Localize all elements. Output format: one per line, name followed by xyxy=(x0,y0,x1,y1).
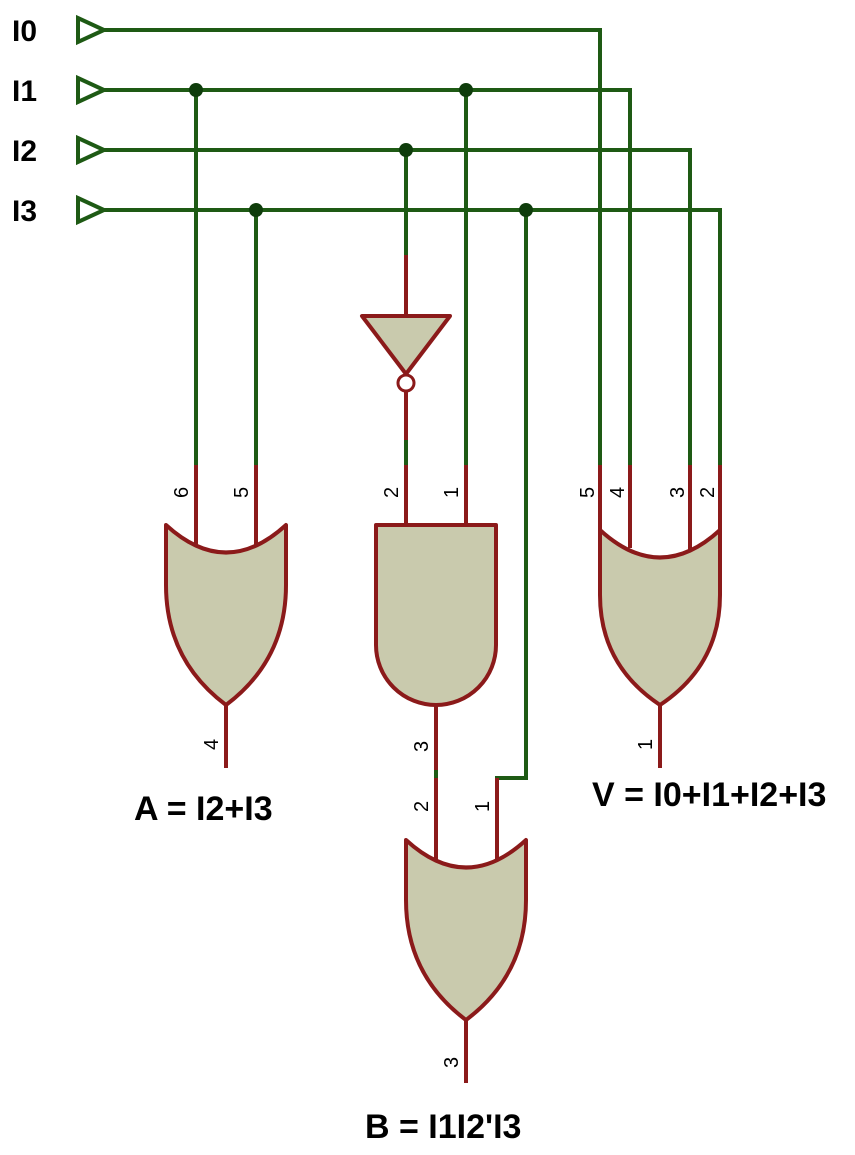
and-pin-label: 2 xyxy=(381,487,403,498)
input-label-I3: I3 xyxy=(12,195,37,228)
or-a-pin-label: 6 xyxy=(171,487,193,498)
or-v-body xyxy=(598,528,722,707)
or-gate-v: 5 4 3 2 1 xyxy=(577,465,722,768)
not-gate-body xyxy=(360,314,452,376)
not-bubble-icon xyxy=(396,373,416,393)
or-a-pin-label: 5 xyxy=(231,487,253,498)
and-pin-label: 3 xyxy=(411,741,433,752)
wire-I0 xyxy=(102,28,602,467)
junction-dot xyxy=(519,203,533,217)
wire-I1 xyxy=(102,88,632,467)
or-v-pin-label: 5 xyxy=(577,487,599,498)
junction-dot xyxy=(459,83,473,97)
input-label-I2: I2 xyxy=(12,135,37,168)
input-label-I0: I0 xyxy=(12,15,37,48)
or-b-pin-label: 3 xyxy=(441,1057,463,1068)
or-gate-a: 6 5 4 xyxy=(164,465,288,768)
and-gate: 2 1 3 xyxy=(374,465,498,770)
or-v-pin-label: 4 xyxy=(607,487,629,498)
wire-I3 xyxy=(102,208,722,467)
input-I2: I2 xyxy=(12,134,109,168)
input-port-I1-icon xyxy=(76,74,109,106)
or-a-pin-label: 4 xyxy=(201,739,223,750)
or-b-pin-label: 2 xyxy=(411,801,433,812)
wire-I2 xyxy=(102,148,692,467)
input-port-I3-icon xyxy=(76,194,109,226)
junction-dot xyxy=(399,143,413,157)
or-a-body xyxy=(164,523,288,707)
input-port-I0-icon xyxy=(76,14,109,46)
or-v-pin-label: 1 xyxy=(635,739,657,750)
or-v-pin-label: 2 xyxy=(697,487,719,498)
or-v-pin-label: 3 xyxy=(667,487,689,498)
and-pin-label: 1 xyxy=(441,487,463,498)
or-b-body xyxy=(404,838,528,1022)
wire-I3-to-or-b xyxy=(495,208,528,780)
expression-a: A = I2+I3 xyxy=(134,790,273,828)
junctions xyxy=(189,83,533,217)
or-gate-b: 2 1 3 xyxy=(404,778,528,1083)
or-b-pin-label: 1 xyxy=(472,801,494,812)
input-I3: I3 xyxy=(12,194,109,228)
expression-b: B = I1I2'I3 xyxy=(365,1108,521,1146)
junction-dot xyxy=(189,83,203,97)
and-body xyxy=(374,523,498,707)
input-port-I2-icon xyxy=(76,134,109,166)
expression-v: V = I0+I1+I2+I3 xyxy=(592,776,826,814)
junction-dot xyxy=(249,203,263,217)
not-gate xyxy=(360,255,452,440)
input-I0: I0 xyxy=(12,14,109,48)
input-I1: I1 xyxy=(12,74,109,108)
wires xyxy=(102,28,722,780)
input-label-I1: I1 xyxy=(12,75,37,108)
